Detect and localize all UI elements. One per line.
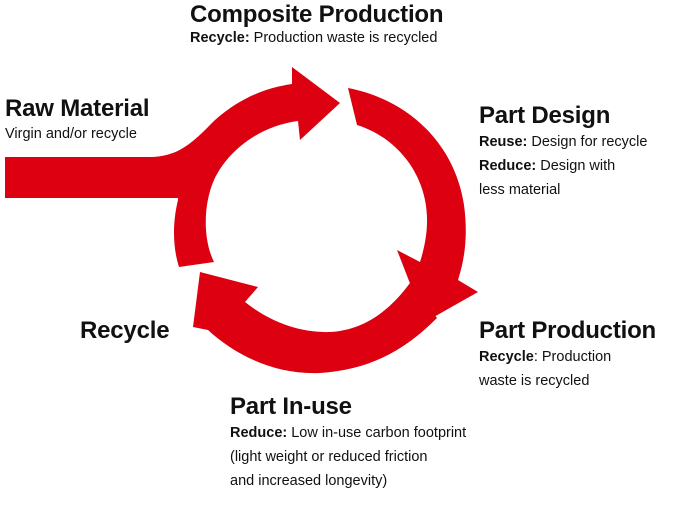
- stage-title: Part In-use: [230, 393, 352, 420]
- detail-label: Recycle:: [190, 30, 250, 46]
- stage-part-in-use: Part In-use Reduce: Low in-use carbon fo…: [230, 393, 466, 493]
- stage-composite-production: Composite Production Recycle: Production…: [190, 1, 444, 47]
- stage-detail-line: (light weight or reduced friction: [230, 445, 466, 469]
- stage-detail-line: Virgin and/or recycle: [5, 123, 149, 145]
- stage-detail-line: Reduce: Low in-use carbon footprint: [230, 421, 466, 445]
- detail-text: Design for recycle: [527, 134, 648, 150]
- detail-text: less material: [479, 182, 561, 198]
- in-use-to-recycle-arrow: [193, 272, 437, 374]
- raw-material-to-composite-arrow: [5, 67, 340, 267]
- detail-text: Low in-use carbon footprint: [287, 425, 467, 441]
- detail-text: Production waste is recycled: [249, 30, 438, 46]
- stage-title: Raw Material: [5, 95, 150, 122]
- detail-text: (light weight or reduced friction: [230, 449, 428, 465]
- stage-title: Part Design: [479, 102, 611, 129]
- detail-text: waste is recycled: [479, 373, 590, 389]
- detail-label: Reduce:: [230, 425, 288, 441]
- detail-text: Virgin and/or recycle: [5, 126, 137, 142]
- stage-detail-line: and increased longevity): [230, 469, 466, 493]
- detail-text: : Production: [533, 349, 612, 365]
- stage-detail-line: less material: [479, 178, 647, 202]
- detail-label: Reduce:: [479, 158, 537, 174]
- stage-title: Part Production: [479, 317, 657, 344]
- stage-detail-line: Reuse: Design for recycle: [479, 130, 647, 154]
- stage-raw-material: Raw Material Virgin and/or recycle: [5, 95, 150, 145]
- stage-title: Recycle: [80, 317, 170, 344]
- stage-detail-line: waste is recycled: [479, 369, 656, 393]
- stage-detail-line: Recycle: Production waste is recycled: [190, 29, 443, 47]
- stage-part-design: Part Design Reuse: Design for recycle Re…: [479, 102, 647, 202]
- detail-text: Design with: [536, 158, 616, 174]
- detail-label: Reuse:: [479, 134, 528, 150]
- detail-text: and increased longevity): [230, 473, 388, 489]
- stage-title: Composite Production: [190, 1, 444, 28]
- detail-label: Recycle: [479, 349, 534, 365]
- stage-detail-line: Reduce: Design with: [479, 154, 647, 178]
- stage-recycle: Recycle: [80, 317, 170, 345]
- stage-part-production: Part Production Recycle: Production wast…: [479, 317, 656, 393]
- part-design-to-production-arrow: [348, 88, 478, 322]
- stage-detail-line: Recycle: Production: [479, 345, 656, 369]
